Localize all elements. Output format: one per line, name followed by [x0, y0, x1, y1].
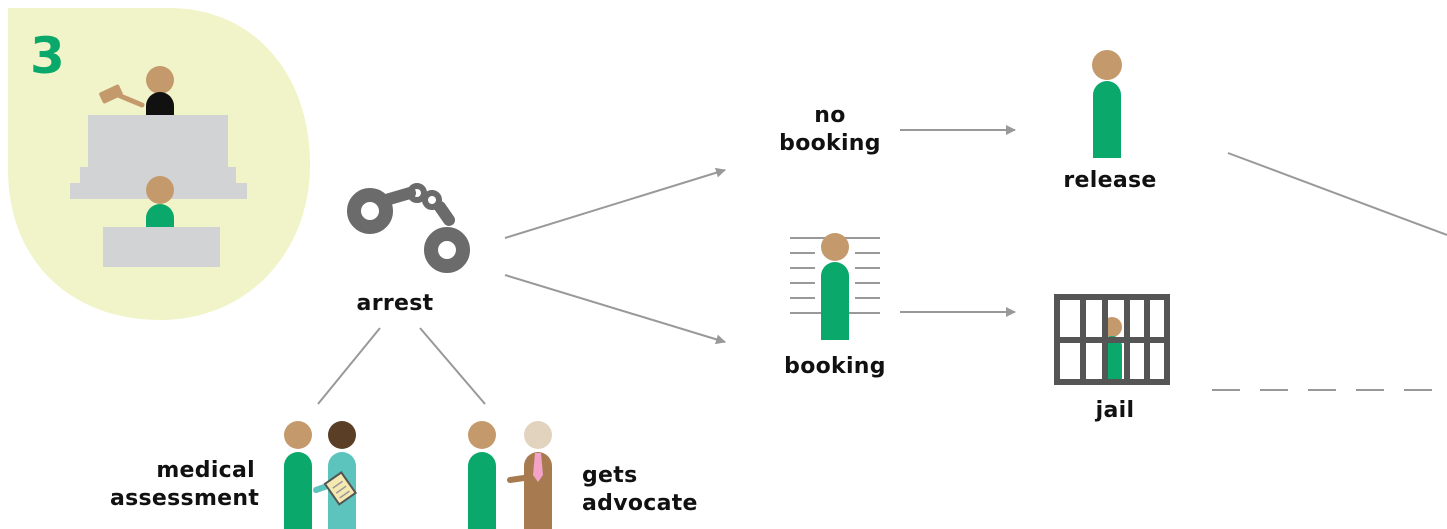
- judge-head: [146, 66, 174, 94]
- line-arrest-to-advocate: [419, 327, 486, 405]
- line-arrest-to-medical: [317, 327, 381, 405]
- gets-advocate-label-line1: gets: [582, 463, 638, 488]
- arrow-arrest-to-booking: [504, 274, 726, 345]
- advocate-head: [524, 421, 552, 449]
- gets-advocate-label: gets advocate: [582, 462, 732, 518]
- client-body: [468, 452, 496, 529]
- defendant-body: [146, 204, 174, 228]
- doctor-head: [328, 421, 356, 449]
- clipboard-icon: [323, 471, 358, 506]
- booking-label: booking: [784, 354, 886, 379]
- medical-assessment-label: medical assessment: [110, 457, 260, 513]
- arrow-arrest-to-no-booking: [504, 167, 726, 239]
- advocate-suit: [524, 452, 552, 529]
- gavel-icon: [99, 84, 145, 108]
- patient-body: [284, 452, 312, 529]
- line-release-onward: [1227, 152, 1447, 236]
- connectors: [317, 125, 1447, 405]
- doctor-icon: [284, 421, 358, 529]
- gets-advocate-label-line2: advocate: [582, 491, 698, 516]
- no-booking-label-line1: no: [814, 103, 846, 128]
- defendant-head: [146, 176, 174, 204]
- medical-assessment-label-line1: medical: [156, 458, 255, 483]
- advocate-tie: [533, 453, 543, 482]
- bench-step-1: [80, 167, 236, 183]
- handcuffs-icon: [347, 183, 470, 273]
- released-person-icon: [1092, 50, 1122, 158]
- advocate-icon: [468, 421, 552, 529]
- patient-head: [284, 421, 312, 449]
- judge-bench: [88, 115, 228, 167]
- release-label: release: [1063, 168, 1157, 193]
- step-number: 3: [30, 27, 65, 85]
- client-head: [468, 421, 496, 449]
- no-booking-label-line2: booking: [779, 131, 881, 156]
- judge-robe: [146, 92, 174, 115]
- jail-cell-icon: [1054, 294, 1170, 385]
- defendant-table: [103, 227, 220, 267]
- arrest-label: arrest: [356, 291, 434, 316]
- jail-label: jail: [1095, 398, 1135, 423]
- mugshot-icon: [790, 233, 880, 340]
- no-booking-label: no booking: [760, 102, 900, 158]
- medical-assessment-label-line2: assessment: [110, 486, 260, 511]
- courtroom-icon: [70, 66, 247, 267]
